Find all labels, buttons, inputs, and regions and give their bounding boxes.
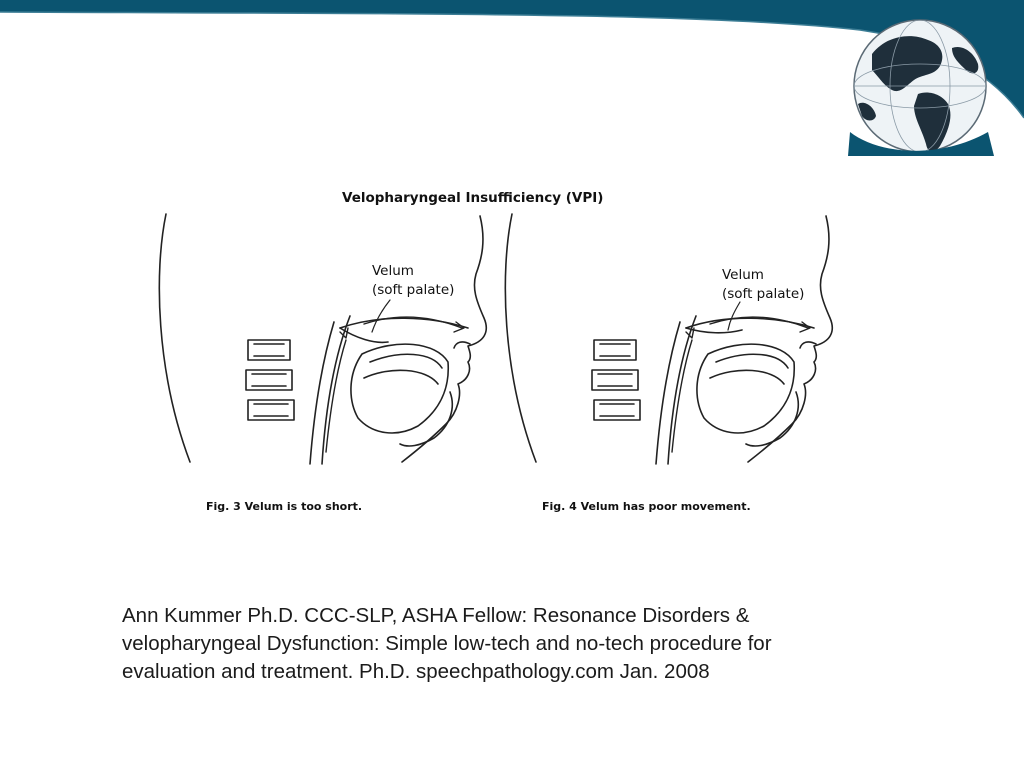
citation-line-2: velopharyngeal Dysfunction: Simple low-t… — [122, 632, 772, 655]
velum — [685, 327, 743, 334]
throat-wall-front — [321, 315, 351, 465]
label-pointer — [371, 299, 391, 333]
head-cross-section-drawing — [504, 213, 834, 465]
velum-label-line2: (soft palate) — [372, 282, 455, 298]
face-profile-outline — [747, 215, 834, 463]
globe-swoosh — [848, 132, 994, 156]
throat-wall-back — [655, 321, 681, 465]
palate-roof — [685, 317, 815, 329]
label-pointer — [727, 301, 741, 331]
velum-label-line2: (soft palate) — [722, 286, 805, 302]
head-cross-section-drawing — [158, 213, 488, 465]
palate-roof — [339, 317, 469, 329]
velum — [339, 327, 389, 344]
vertebrae — [591, 339, 641, 421]
figure-title: Velopharyngeal Insufficiency (VPI) — [342, 190, 604, 206]
oral-cavity — [350, 343, 450, 434]
upper-lip — [453, 341, 471, 349]
tongue-lines — [363, 353, 443, 385]
citation-line-1: Ann Kummer Ph.D. CCC-SLP, ASHA Fellow: R… — [122, 604, 750, 627]
face-profile-outline — [401, 215, 488, 463]
oral-cavity — [696, 343, 796, 434]
fig3-caption: Fig. 3 Velum is too short. — [206, 500, 363, 513]
throat-wall-back — [309, 321, 335, 465]
back-of-head-outline — [158, 213, 191, 463]
globe-logo — [848, 19, 994, 156]
back-of-head-outline — [504, 213, 537, 463]
airflow-arrows — [671, 316, 811, 453]
vertebrae — [245, 339, 295, 421]
velum-label-line1: Velum — [722, 267, 764, 283]
velum-label: Velum (soft palate) — [372, 262, 454, 300]
velum-label-line1: Velum — [372, 263, 414, 279]
upper-lip — [799, 341, 817, 349]
lower-jaw — [399, 391, 454, 447]
tongue-lines — [709, 353, 789, 385]
diagram-velum-poor-movement: Velum (soft palate) — [496, 212, 856, 472]
velum-label: Velum (soft palate) — [722, 266, 804, 304]
citation-text: Ann Kummer Ph.D. CCC-SLP, ASHA Fellow: R… — [122, 602, 902, 686]
fig4-caption: Fig. 4 Velum has poor movement. — [542, 500, 751, 513]
citation-line-3: evaluation and treatment. Ph.D. speechpa… — [122, 660, 710, 683]
lower-jaw — [745, 391, 800, 447]
airflow-arrows — [325, 316, 465, 453]
diagram-velum-too-short: Velum (soft palate) — [150, 212, 510, 472]
